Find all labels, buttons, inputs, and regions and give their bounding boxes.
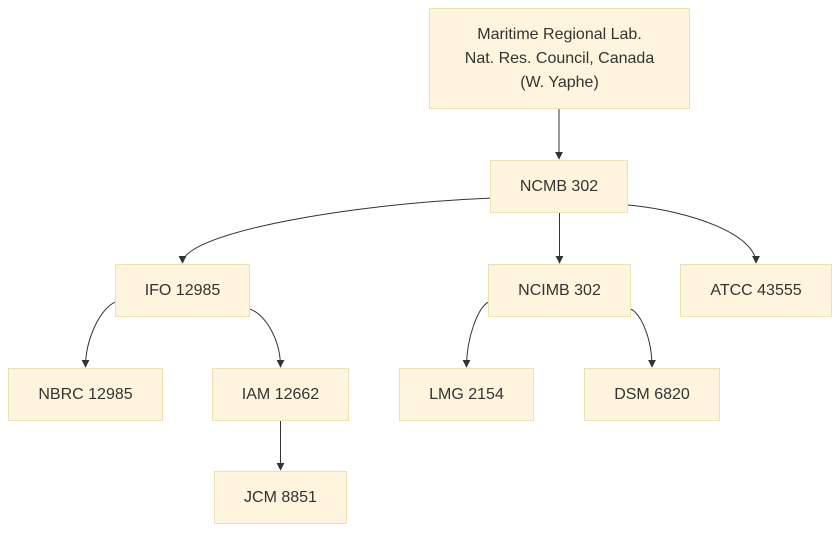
node-atcc-43555: ATCC 43555: [680, 264, 832, 317]
node-ncimb-label: NCIMB 302: [518, 281, 601, 299]
edge-ifo-to-iam: [249, 308, 285, 368]
node-maritime-regional-lab: Maritime Regional Lab. Nat. Res. Council…: [429, 8, 690, 109]
node-dsm-label: DSM 6820: [614, 385, 690, 403]
edge-ncmb-to-atcc: [627, 204, 760, 264]
edge-ifo-to-nbrc: [81, 301, 116, 368]
node-root-line-1: Maritime Regional Lab.: [477, 25, 642, 43]
node-jcm-label: JCM 8851: [244, 488, 317, 506]
node-ncimb-302: NCIMB 302: [488, 264, 631, 317]
node-root-line-2: Nat. Res. Council, Canada: [464, 49, 655, 67]
node-root-line-3: (W. Yaphe): [520, 73, 599, 91]
node-lmg-2154: LMG 2154: [399, 368, 534, 421]
node-jcm-8851: JCM 8851: [214, 471, 347, 524]
node-lmg-label: LMG 2154: [429, 385, 504, 403]
edge-ncimb-to-dsm: [630, 308, 656, 368]
node-iam-label: IAM 12662: [241, 385, 320, 403]
node-nbrc-label: NBRC 12985: [38, 385, 133, 403]
edge-ncimb-to-lmg: [462, 301, 489, 368]
edge-ncmb-to-ifo: [178, 197, 491, 264]
node-ifo-label: IFO 12985: [144, 281, 221, 299]
node-ncmb-302: NCMB 302: [490, 160, 628, 213]
node-atcc-label: ATCC 43555: [710, 281, 802, 299]
node-iam-12662: IAM 12662: [212, 368, 349, 421]
node-ncmb-label: NCMB 302: [519, 177, 599, 195]
node-ifo-12985: IFO 12985: [115, 264, 250, 317]
node-dsm-6820: DSM 6820: [584, 368, 720, 421]
node-nbrc-12985: NBRC 12985: [8, 368, 163, 421]
